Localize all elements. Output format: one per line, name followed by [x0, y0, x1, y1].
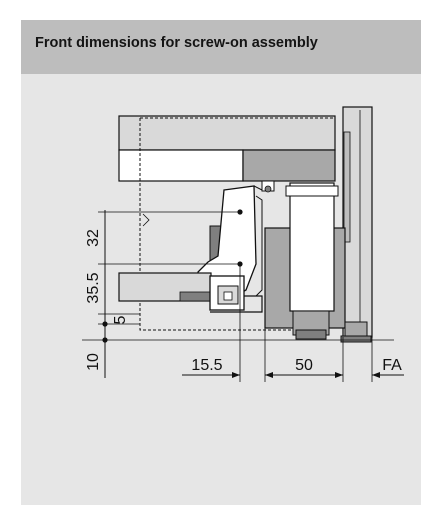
white-front-panel: [118, 149, 244, 182]
dim-label-10: 10: [85, 353, 102, 371]
card-title: Front dimensions for screw-on assembly: [35, 35, 318, 51]
bracket-edge: [253, 185, 263, 191]
drawer-outline-dashed: [139, 118, 300, 331]
top-shelf: [118, 115, 336, 151]
dark-rail: [242, 149, 336, 182]
dim-label-fa: FA: [382, 357, 402, 374]
card-header: Front dimensions for screw-on assembly: [21, 20, 421, 74]
break-mark: [142, 213, 150, 227]
clip-hook: [210, 295, 263, 313]
adjuster-base: [340, 335, 372, 343]
arrow-fa: [372, 372, 380, 378]
arrow-50-right: [335, 372, 343, 378]
clip-slot: [223, 291, 233, 301]
adjuster-foot: [344, 321, 368, 337]
panel-edge-strip: [343, 131, 351, 243]
dim-label-15-5: 15.5: [191, 357, 222, 374]
foot-ring: [295, 329, 327, 340]
top-screw: [264, 185, 272, 193]
arrow-50-left: [265, 372, 273, 378]
dim-label-50: 50: [295, 357, 313, 374]
dim-label-35-5: 35.5: [85, 272, 102, 303]
dim-label-5: 5: [112, 315, 129, 324]
hinge-column: [289, 182, 335, 312]
column-cap: [285, 185, 339, 197]
dim-label-32: 32: [85, 229, 102, 247]
arrow-15-5: [232, 372, 240, 378]
bracket-side: [255, 195, 263, 297]
